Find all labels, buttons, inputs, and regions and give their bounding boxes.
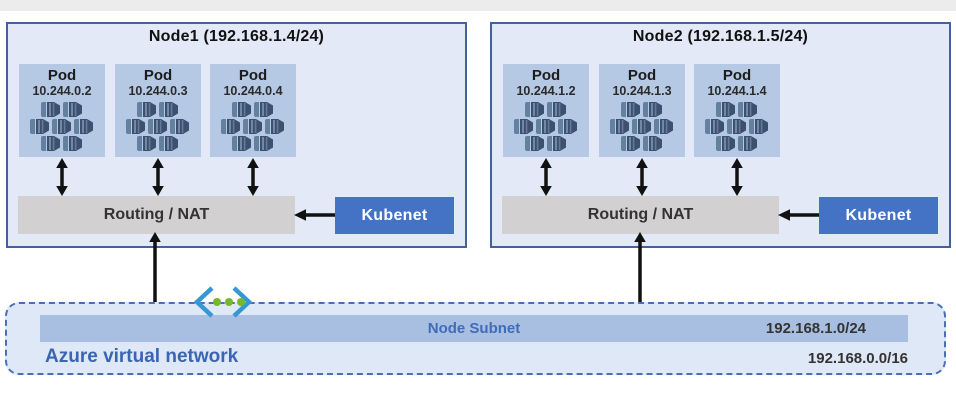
pod-box: Pod 10.244.0.2 xyxy=(19,64,105,157)
pod-ip: 10.244.0.2 xyxy=(32,84,92,98)
pod-router-double-arrow xyxy=(151,158,165,196)
pod-ip: 10.244.1.4 xyxy=(707,84,767,98)
node2-title: Node2 (192.168.1.5/24) xyxy=(632,28,809,45)
pod-box: Pod 10.244.0.3 xyxy=(115,64,201,157)
kubenet-to-router-arrow xyxy=(294,208,336,222)
pod-label: Pod xyxy=(238,67,268,84)
node-subnet-label: Node Subnet xyxy=(427,320,521,337)
kubenet-to-router-arrow xyxy=(778,208,820,222)
pod-containers-icon xyxy=(514,102,578,152)
top-strip xyxy=(0,0,956,11)
pod-label: Pod xyxy=(143,67,173,84)
pod-label: Pod xyxy=(627,67,657,84)
pod-ip: 10.244.0.3 xyxy=(128,84,188,98)
pod-ip: 10.244.1.2 xyxy=(516,84,576,98)
node-subnet-cidr: 192.168.1.0/24 xyxy=(765,320,866,337)
azure-vnet-cidr: 192.168.0.0/16 xyxy=(807,350,908,367)
pod-box: Pod 10.244.1.4 xyxy=(694,64,780,157)
azure-vnet-box: Node Subnet 192.168.1.0/24 Azure virtual… xyxy=(5,302,946,375)
node1-box: Node1 (192.168.1.4/24) Pod 10.244.0.2 Po… xyxy=(6,22,467,248)
kubenet-box: Kubenet xyxy=(335,197,454,234)
pod-containers-icon xyxy=(30,102,94,152)
pod-router-double-arrow xyxy=(635,158,649,196)
pod-router-double-arrow xyxy=(246,158,260,196)
pod-box: Pod 10.244.0.4 xyxy=(210,64,296,157)
pod-ip: 10.244.1.3 xyxy=(612,84,672,98)
pod-router-double-arrow xyxy=(539,158,553,196)
pod-label: Pod xyxy=(531,67,561,84)
virtual-network-icon xyxy=(193,286,253,318)
pod-containers-icon xyxy=(610,102,674,152)
node2-box: Node2 (192.168.1.5/24) Pod 10.244.1.2 Po… xyxy=(490,22,951,248)
pod-label: Pod xyxy=(47,67,77,84)
pod-box: Pod 10.244.1.2 xyxy=(503,64,589,157)
routing-nat-bar: Routing / NAT xyxy=(502,196,779,234)
pod-containers-icon xyxy=(221,102,285,152)
node1-title: Node1 (192.168.1.4/24) xyxy=(148,28,325,45)
pod-ip: 10.244.0.4 xyxy=(223,84,283,98)
pod-containers-icon xyxy=(705,102,769,152)
routing-nat-bar: Routing / NAT xyxy=(18,196,295,234)
azure-vnet-label: Azure virtual network xyxy=(45,346,239,367)
pod-containers-icon xyxy=(126,102,190,152)
pod-router-double-arrow xyxy=(730,158,744,196)
pod-box: Pod 10.244.1.3 xyxy=(599,64,685,157)
pod-label: Pod xyxy=(722,67,752,84)
kubenet-box: Kubenet xyxy=(819,197,938,234)
node-subnet-bar: Node Subnet 192.168.1.0/24 xyxy=(40,315,908,342)
pod-router-double-arrow xyxy=(55,158,69,196)
